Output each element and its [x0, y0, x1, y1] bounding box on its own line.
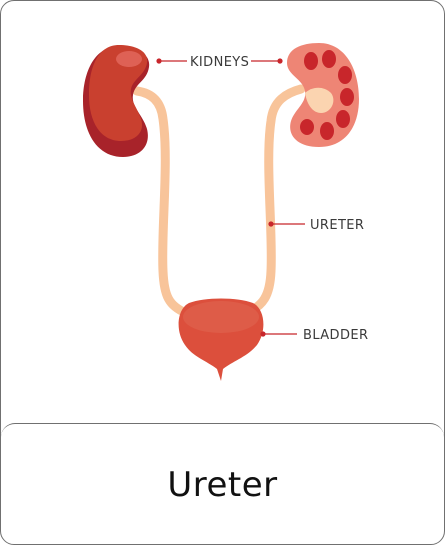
right-ureter: [241, 84, 306, 318]
urinary-system-illustration: KIDNEYS URETER BLADDER: [83, 43, 368, 381]
left-ureter: [132, 86, 191, 318]
bladder-label: BLADDER: [303, 328, 368, 343]
kidneys-pointer: [156, 58, 283, 64]
caption-panel: Ureter: [1, 423, 444, 544]
ureter-label: URETER: [310, 218, 364, 233]
ureter-pointer: [268, 221, 305, 227]
bladder-pointer: [260, 331, 297, 337]
kidneys-label: KIDNEYS: [190, 55, 249, 70]
bladder: [178, 298, 264, 381]
right-kidney: [287, 43, 359, 147]
left-kidney: [83, 45, 150, 157]
caption-title: Ureter: [167, 464, 278, 505]
